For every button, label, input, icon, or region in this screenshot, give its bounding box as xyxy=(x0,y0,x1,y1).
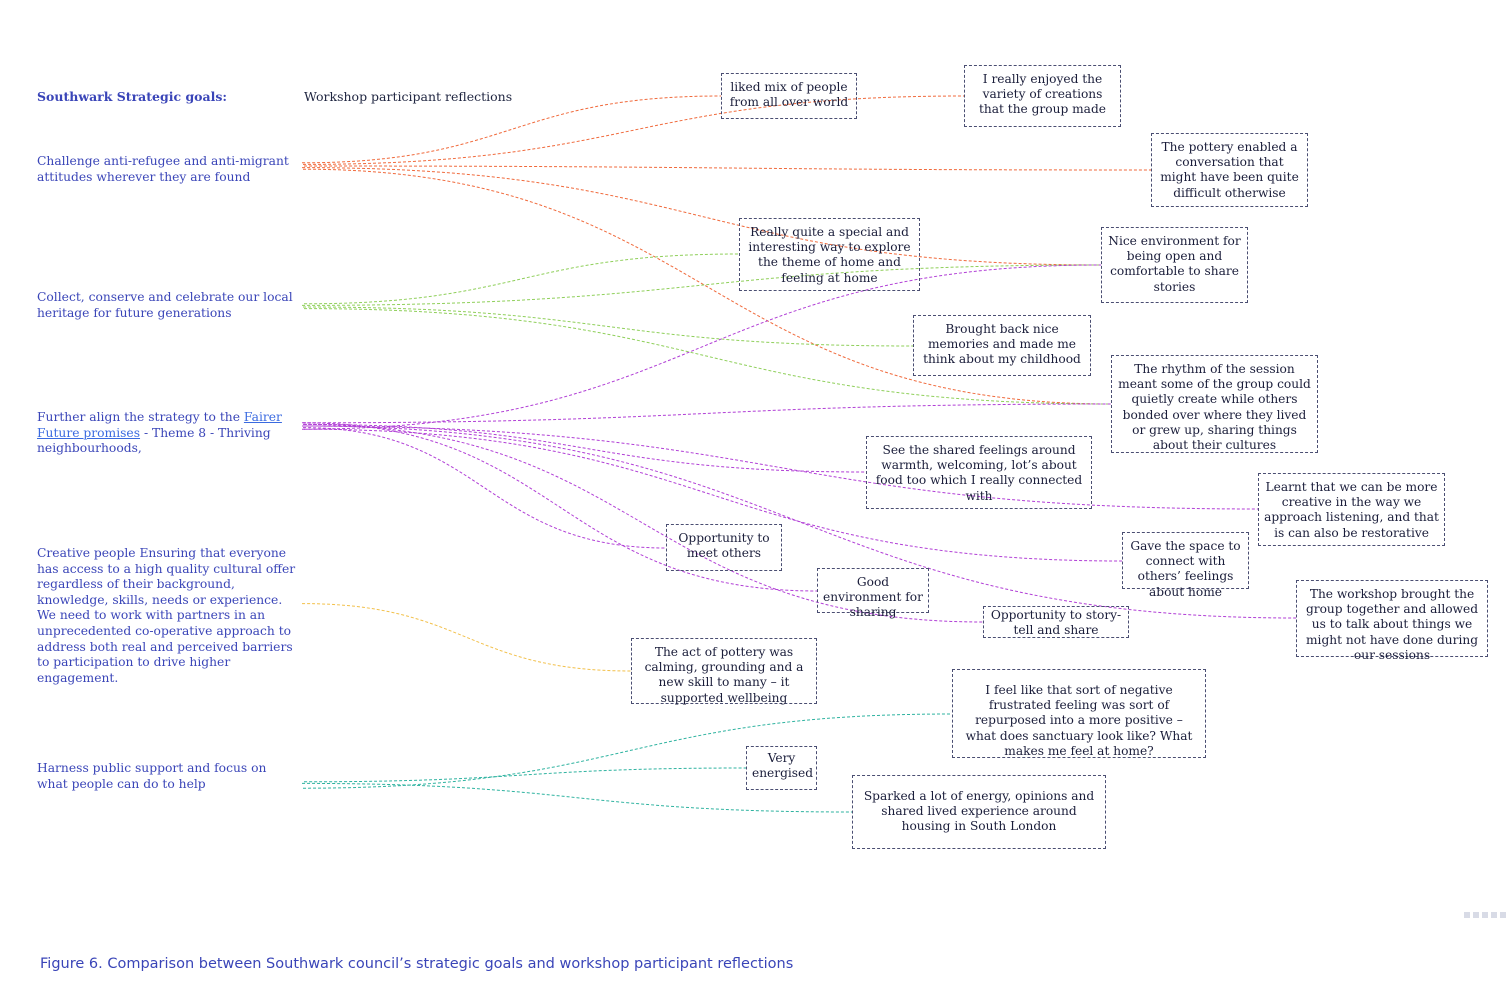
corner-watermark xyxy=(1464,912,1508,918)
connector-goal4-reflection17 xyxy=(301,782,853,813)
connector-goal1-reflection6 xyxy=(303,308,1112,405)
reflection-nice-memories: Brought back nice memories and made me t… xyxy=(913,315,1091,376)
connector-goal0-reflection1 xyxy=(302,95,965,165)
figure-caption: Figure 6. Comparison between Southwark c… xyxy=(40,956,794,972)
goal-challenge-attitudes: Challenge anti-refugee and anti-migrant … xyxy=(37,154,289,184)
reflection-session-rhythm: The rhythm of the session meant some of … xyxy=(1111,355,1318,453)
reflection-very-energised: Very energised xyxy=(746,746,817,790)
reflection-shared-feelings: See the shared feelings around warmth, w… xyxy=(866,436,1092,509)
goal-fairer-future-prefix: Further align the strategy to the xyxy=(37,410,244,424)
goal-local-heritage: Collect, conserve and celebrate our loca… xyxy=(37,290,293,320)
reflection-meet-others: Opportunity to meet others xyxy=(666,524,782,571)
goal-creative-people: Creative people Ensuring that everyone h… xyxy=(37,546,296,685)
connector-goal2-reflection8 xyxy=(301,425,1259,510)
fairer-future-link[interactable]: Fairer Future promises xyxy=(37,410,282,440)
strategic-goals-header: Southwark Strategic goals: xyxy=(37,89,228,104)
reflection-sanctuary: I feel like that sort of negative frustr… xyxy=(952,669,1206,758)
reflection-pottery-calming: The act of pottery was calming, groundin… xyxy=(631,638,817,705)
connector-goal1-reflection4 xyxy=(301,264,1102,306)
goal-fairer-future: Further align the strategy to the Fairer… xyxy=(37,410,299,457)
connector-goal2-reflection12 xyxy=(302,423,984,623)
reflection-story-tell: Opportunity to story-tell and share xyxy=(983,606,1129,638)
goal-fairer-future-suffix: - Theme 8 - Thriving neighbourhoods, xyxy=(37,425,271,456)
connector-goal2-reflection11 xyxy=(301,422,818,592)
reflection-special-way-home: Really quite a special and interesting w… xyxy=(739,218,920,291)
connector-goal4-reflection16 xyxy=(303,767,747,783)
connector-goal2-reflection6 xyxy=(302,403,1112,424)
reflection-mix-of-people: liked mix of people from all over world xyxy=(721,73,857,119)
connector-goal2-reflection7 xyxy=(303,423,867,473)
connector-goal2-reflection4 xyxy=(301,264,1102,430)
goal-public-support: Harness public support and focus on what… xyxy=(37,761,267,791)
connector-goal0-reflection6 xyxy=(302,168,1112,405)
reflection-creative-listening: Learnt that we can be more creative in t… xyxy=(1258,473,1445,546)
reflection-housing-south-london: Sparked a lot of energy, opinions and sh… xyxy=(852,775,1106,849)
reflection-space-to-connect: Gave the space to connect with others’ f… xyxy=(1122,532,1249,599)
reflection-nice-environment: Nice environment for being open and comf… xyxy=(1101,227,1248,303)
connector-goal2-reflection9 xyxy=(302,427,667,549)
reflections-header: Workshop participant reflections xyxy=(304,89,513,104)
connector-goal1-reflection3 xyxy=(303,253,740,305)
connector-goal3-reflection14 xyxy=(301,603,632,672)
connector-goal0-reflection2 xyxy=(303,165,1152,171)
connector-goal0-reflection4 xyxy=(301,167,1102,266)
reflection-group-together: The workshop brought the group together … xyxy=(1296,580,1488,662)
connector-goal4-reflection15 xyxy=(302,713,953,789)
reflection-pottery-conversation: The pottery enabled a conversation that … xyxy=(1151,133,1308,207)
connector-goal1-reflection5 xyxy=(302,306,914,347)
connector-goal2-reflection10 xyxy=(303,428,1123,562)
reflection-good-environment: Good environment for sharing xyxy=(817,568,929,619)
connector-goal0-reflection0 xyxy=(301,95,722,164)
reflection-variety-of-creations: I really enjoyed the variety of creation… xyxy=(964,65,1121,127)
